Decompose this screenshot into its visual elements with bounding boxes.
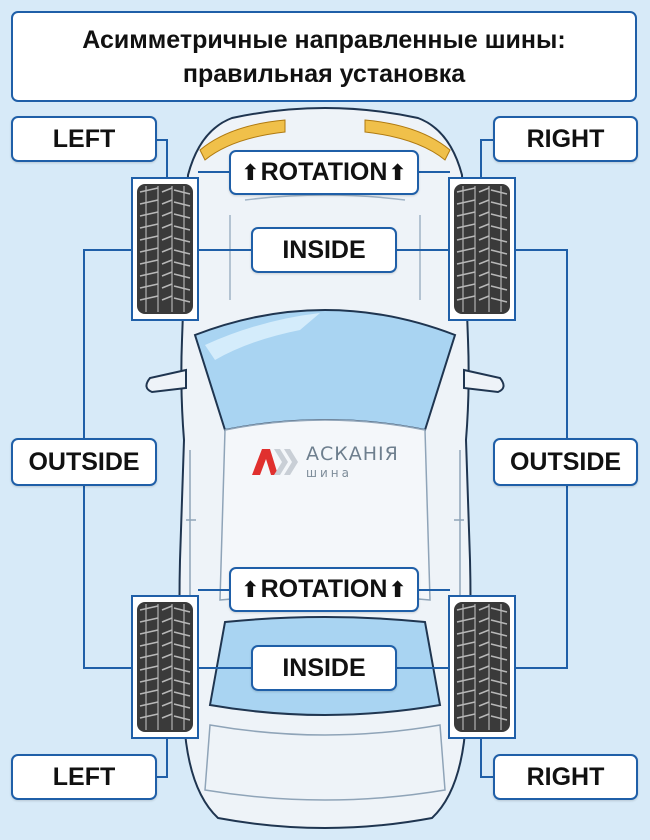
windshield [193,309,457,432]
tread-sipe [139,223,191,231]
tread-sipe [139,187,191,195]
arrow-up-icon: ⬆ [241,159,260,185]
front-lights [199,119,451,161]
tread-sipe [456,617,508,625]
tread-sipe [456,713,508,721]
logo-name: АСКАНІЯ [306,443,399,465]
tread-sipe [456,259,508,267]
logo-subtitle: шина [306,466,352,480]
label-outside-left: OUTSIDE [11,438,157,486]
door-lines [186,450,464,700]
tire-rubber [137,184,193,314]
tread-sipe [139,665,191,673]
tread-sipe [139,235,191,243]
tread-sipe [139,259,191,267]
hood-lines [229,194,421,300]
tread-sipe [139,199,191,207]
trunk-lines [204,724,446,801]
mirror-left [145,368,187,394]
windshield-shine [205,313,320,360]
tread-sipe [139,295,191,303]
tread-sipe [139,605,191,613]
tire-front-left [131,177,199,321]
tread-sipe [139,271,191,279]
label-outside-right: OUTSIDE [493,438,638,486]
label-right-top: RIGHT [493,116,638,162]
tread-sipe [456,629,508,637]
tread-sipe [456,199,508,207]
tread-sipe [139,689,191,697]
tread-sipe [456,665,508,673]
arrow-up-icon: ⬆ [388,576,407,602]
tread-sipe [139,283,191,291]
tire-front-right [448,177,516,321]
title-line-2: правильная установка [182,59,466,88]
tread-sipe [456,271,508,279]
tread-sipe [456,211,508,219]
tread-sipe [456,283,508,291]
label-inside-top: INSIDE [251,227,397,273]
tread-sipe [456,641,508,649]
rotation-text: ROTATION [260,158,388,186]
arrow-up-icon: ⬆ [241,576,260,602]
label-inside-bottom: INSIDE [251,645,397,691]
label-right-bottom: RIGHT [493,754,638,800]
label-left-top: LEFT [11,116,157,162]
tread-sipe [456,701,508,709]
tires [131,177,516,739]
tread-sipe [139,629,191,637]
tire-rear-right [448,595,516,739]
tire-rubber [454,184,510,314]
line-right-bottom [480,738,493,778]
tread-sipe [456,247,508,255]
tread-sipe [139,653,191,661]
tread-sipe [456,235,508,243]
label-rotation-top: ⬆ROTATION⬆ [229,150,419,195]
tread-sipe [139,247,191,255]
mirror-right [463,368,505,394]
tire-rear-left [131,595,199,739]
line-outside-right [515,249,568,669]
title-line-1: Асимметричные направленные шины: [82,25,566,54]
label-left-bottom: LEFT [11,754,157,800]
tread-sipe [139,701,191,709]
tread-sipe [456,295,508,303]
tire-rubber [137,602,193,732]
tire-rubber [454,602,510,732]
tread-sipe [456,653,508,661]
line-right-top [480,139,493,178]
tread-sipe [139,617,191,625]
title-box: Асимметричные направленные шины: правиль… [11,11,637,102]
line-left-bottom [157,738,168,778]
arrow-up-icon: ⬆ [388,159,407,185]
tread-sipe [139,641,191,649]
tread-sipe [139,211,191,219]
tread-sipe [456,689,508,697]
tread-sipe [456,223,508,231]
tread-sipe [456,187,508,195]
brand-logo: АСКАНІЯ шина [250,442,420,482]
tread-sipe [456,605,508,613]
line-left-top [157,139,168,178]
rotation-text: ROTATION [260,575,388,603]
label-rotation-bottom: ⬆ROTATION⬆ [229,567,419,612]
tread-sipe [139,713,191,721]
logo-mark-icon [252,449,298,475]
connector-lines [83,139,568,778]
tread-sipe [456,677,508,685]
tread-sipe [139,677,191,685]
line-outside-left [83,249,132,669]
